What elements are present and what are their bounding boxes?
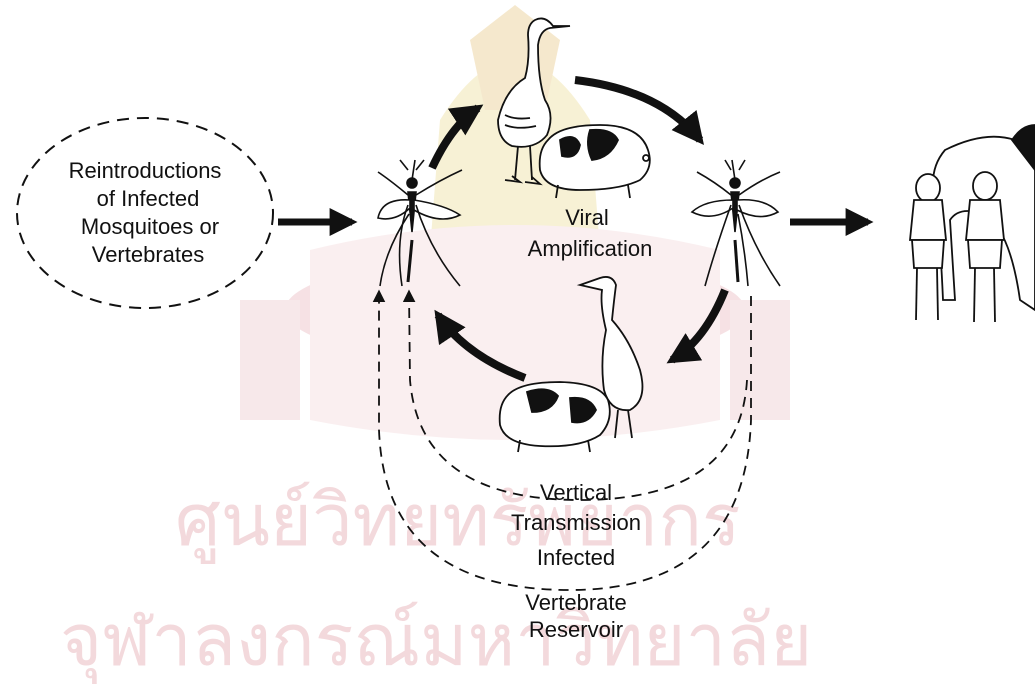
watermark-text: ศูนย์วิทยทรัพยากร จุฬาลงกรณ์มหาวิทยาลัย <box>60 478 812 684</box>
reservoir-line4: Vertebrate <box>525 590 627 615</box>
humans-and-horse-icon <box>910 125 1035 322</box>
watermark-line2: จุฬาลงกรณ์มหาวิทยาลัย <box>60 598 812 684</box>
reintro-line3: Mosquitoes or <box>81 214 219 239</box>
reintroduction-ellipse <box>17 118 273 308</box>
reservoir-line1: Vertical <box>540 480 612 505</box>
amplification-line1: Viral <box>565 205 609 230</box>
pig-bottom-icon <box>500 382 610 452</box>
amplification-line2: Amplification <box>528 236 653 261</box>
reintro-line2: of Infected <box>97 186 200 211</box>
reservoir-line3: Infected <box>537 545 615 570</box>
pig-top-icon <box>540 125 650 198</box>
reintroduction-label: Reintroductions of Infected Mosquitoes o… <box>69 158 222 267</box>
reintro-line4: Vertebrates <box>92 242 205 267</box>
reservoir-line5: Reservoir <box>529 617 623 642</box>
reservoir-line2: Transmission <box>511 510 641 535</box>
reintro-line1: Reintroductions <box>69 158 222 183</box>
